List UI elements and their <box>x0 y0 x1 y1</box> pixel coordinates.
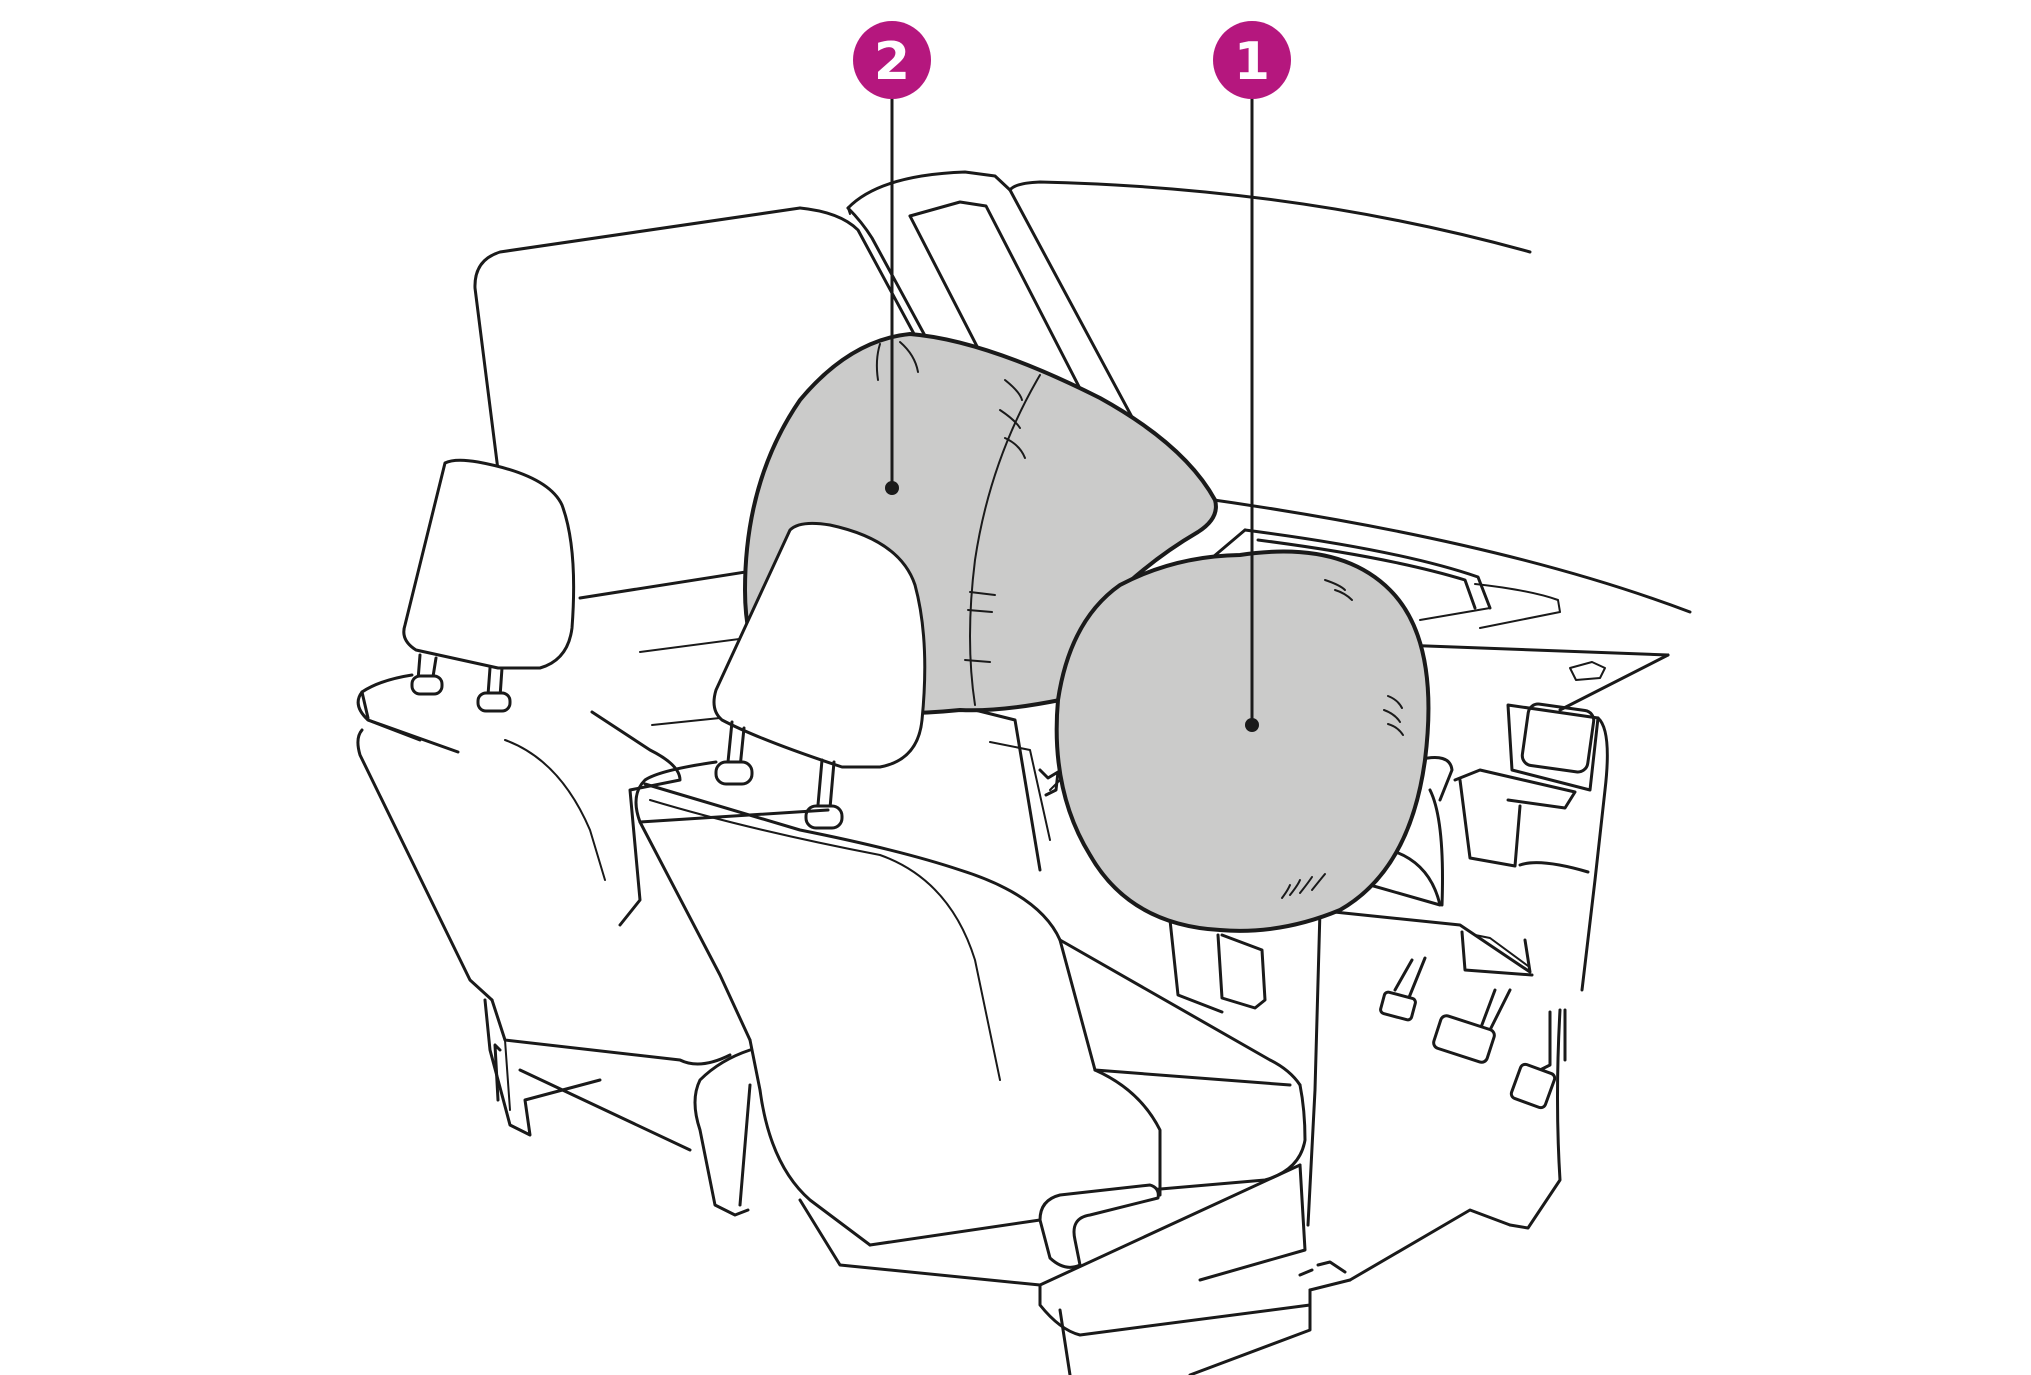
driver-airbag-shape <box>1054 549 1431 933</box>
callout-1-anchor <box>1245 718 1259 732</box>
pedals <box>1379 956 1567 1110</box>
callout-2-label: 2 <box>874 32 910 92</box>
callout-1: 1 <box>1213 21 1291 732</box>
callout-1-label: 1 <box>1234 32 1270 92</box>
callout-1-badge <box>1213 21 1291 99</box>
callout-2-anchor <box>885 481 899 495</box>
driver-airbag <box>1054 549 1431 933</box>
callout-2: 2 <box>853 21 931 495</box>
driver-seat <box>634 521 1347 1375</box>
callout-2-badge <box>853 21 931 99</box>
windshield-and-pillars <box>798 170 1532 434</box>
floor <box>1308 1008 1562 1292</box>
passenger-seat <box>356 458 732 1152</box>
